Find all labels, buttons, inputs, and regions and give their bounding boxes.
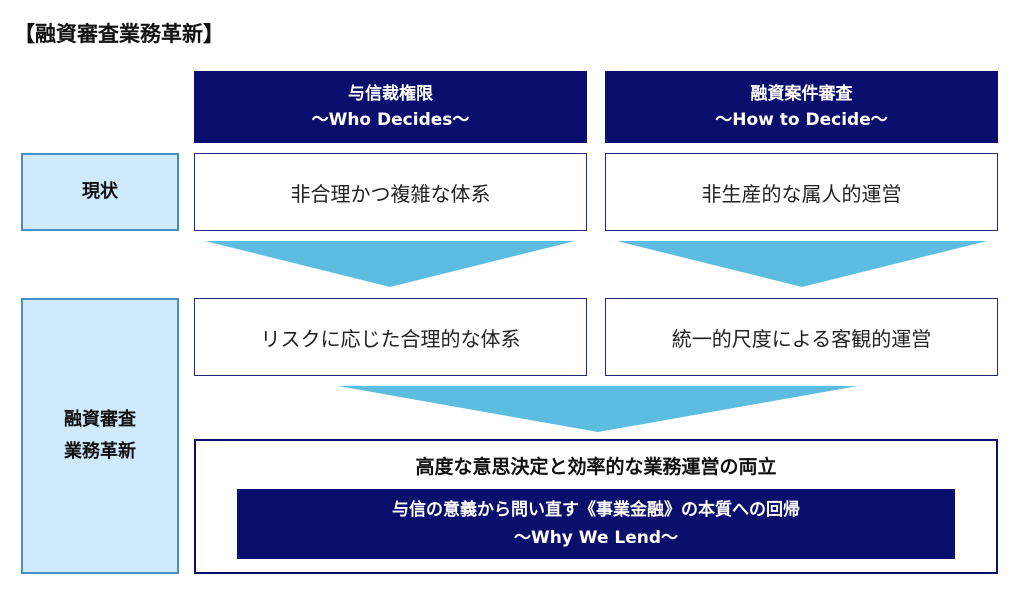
- row-label-current: 現状: [21, 153, 179, 231]
- merge-down-arrow: [338, 386, 858, 432]
- page-title: 【融資審査業務革新】: [14, 22, 224, 46]
- down-arrow-right: [617, 241, 987, 287]
- current-cell-review: 非生産的な属人的運営: [605, 153, 998, 231]
- row-label-text-line1: 融資審査: [64, 409, 136, 430]
- result-inner-banner: 与信の意義から問い直す《事業金融》の本質への回帰 ～Why We Lend～: [237, 489, 955, 559]
- column-header-subtitle: ～Who Decides～: [311, 110, 470, 130]
- row-label-text: 現状: [82, 181, 118, 202]
- row-label-text-line2: 業務革新: [64, 441, 136, 462]
- column-header-title: 融資案件審査: [750, 84, 853, 104]
- column-header-subtitle: ～How to Decide～: [715, 110, 888, 130]
- current-cell-authority: 非合理かつ複雑な体系: [194, 153, 587, 231]
- innovation-cell-review: 統一的尺度による客観的運営: [605, 298, 998, 376]
- column-header-credit-authority: 与信裁権限 ～Who Decides～: [194, 71, 587, 143]
- innovation-cell-authority: リスクに応じた合理的な体系: [194, 298, 587, 376]
- result-inner-line2: ～Why We Lend～: [513, 528, 679, 548]
- result-heading: 高度な意思決定と効率的な業務運営の両立: [415, 456, 777, 478]
- result-inner-line1: 与信の意義から問い直す《事業金融》の本質への回帰: [392, 500, 800, 520]
- column-header-case-review: 融資案件審査 ～How to Decide～: [605, 71, 998, 143]
- down-arrow-left: [205, 241, 575, 287]
- row-label-innovation: 融資審査 業務革新: [21, 298, 179, 574]
- column-header-title: 与信裁権限: [348, 84, 433, 104]
